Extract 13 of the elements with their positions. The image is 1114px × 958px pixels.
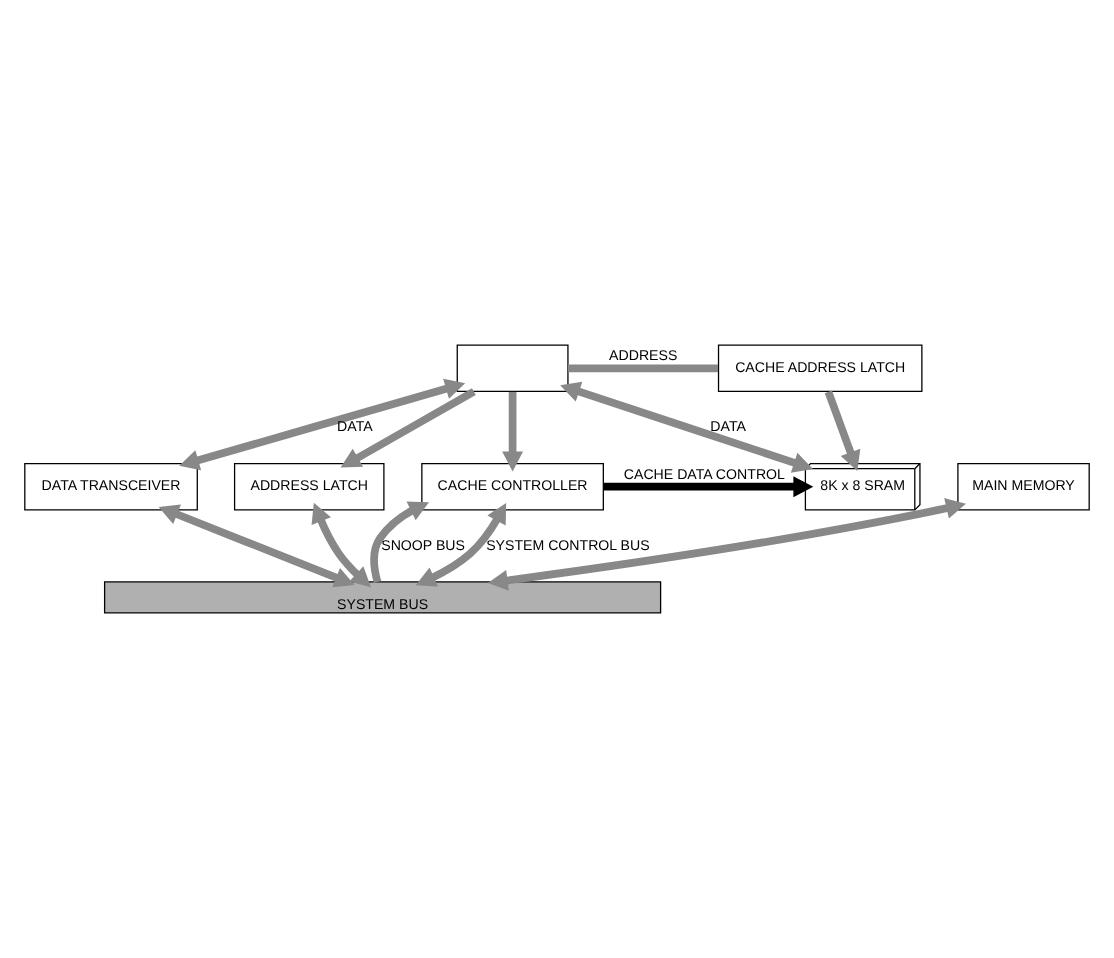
connector	[567, 364, 719, 373]
arrow	[179, 378, 466, 471]
arrow	[502, 391, 524, 472]
node-box	[456, 344, 569, 393]
arrow	[370, 501, 429, 583]
arrow	[311, 502, 371, 588]
arrow	[158, 504, 355, 588]
arrow	[487, 498, 966, 591]
arrow	[603, 476, 814, 498]
arrow	[415, 503, 507, 587]
arrow	[560, 381, 813, 473]
arrow	[340, 388, 476, 468]
arrow	[824, 390, 861, 471]
